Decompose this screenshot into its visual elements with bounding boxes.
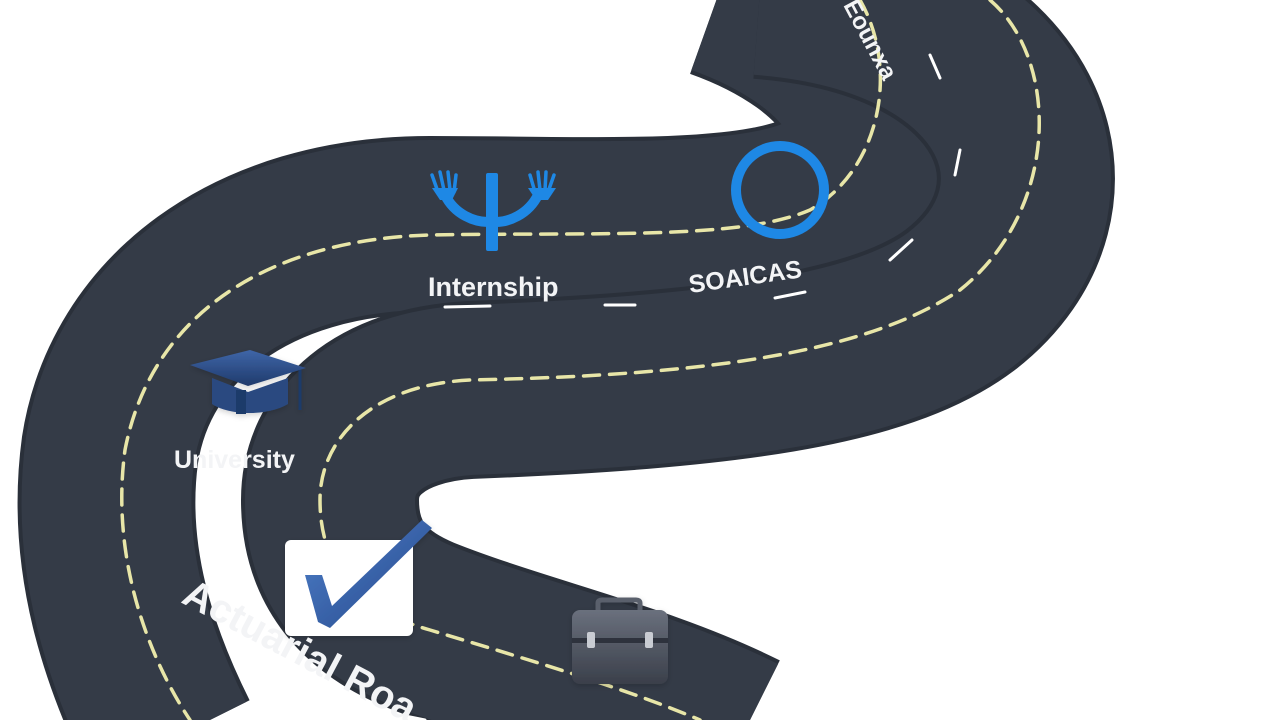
label-internship: Internship (428, 272, 559, 302)
checkmark-icon (285, 520, 432, 636)
briefcase-icon (572, 597, 668, 684)
label-university: University (174, 446, 295, 474)
road-edge-lines (120, 0, 1041, 720)
fork-signpost-icon (430, 170, 556, 251)
graduation-cap-icon (190, 350, 306, 414)
ring-icon (731, 141, 829, 239)
